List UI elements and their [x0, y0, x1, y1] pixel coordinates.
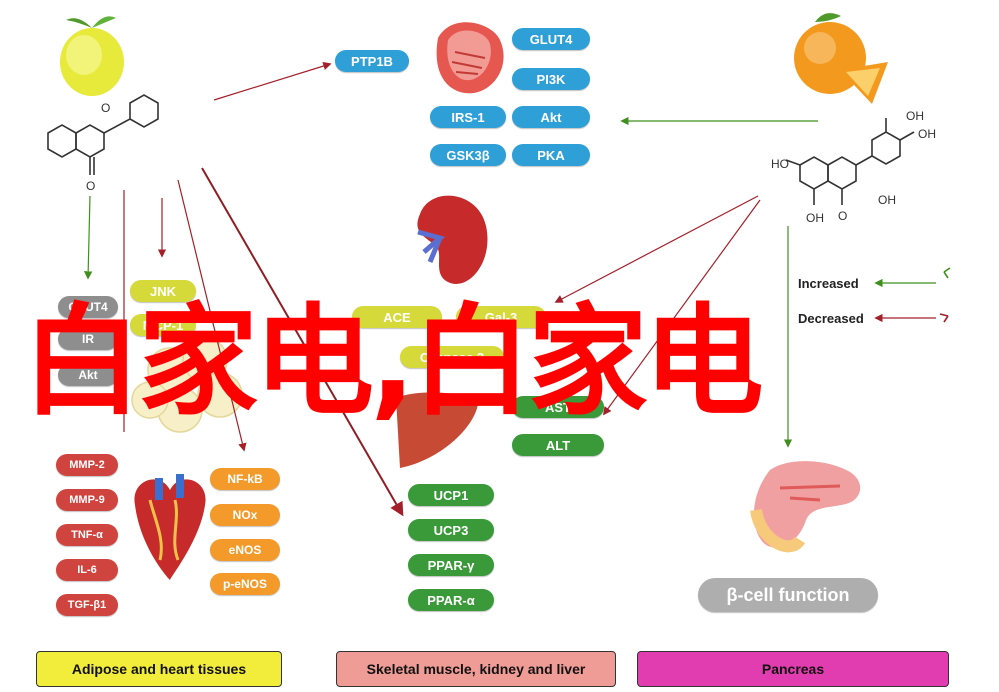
kidney-icon [417, 195, 488, 284]
marker-ast: AST [512, 396, 604, 418]
marker-mmp9: MMP-9 [56, 489, 118, 511]
ring-oxygen-label: O [101, 101, 110, 115]
muscle-icon [436, 22, 504, 94]
flavonoid-structure [785, 118, 915, 205]
marker-mcp1: MCP-1 [130, 314, 196, 336]
marker-akt-adipose: Akt [58, 364, 118, 386]
marker-caspase3: Caspase 3 [400, 346, 504, 368]
marker-p-enos: p-eNOS [210, 573, 280, 595]
oh-label-4: OH [878, 193, 896, 207]
marker-il6: IL-6 [56, 559, 118, 581]
marker-alt: ALT [512, 434, 604, 456]
marker-glut4: GLUT4 [512, 28, 590, 50]
marker-gsk3b: GSK3β [430, 144, 506, 166]
marker-pi3k: PI3K [512, 68, 590, 90]
legend-decreased: Decreased [798, 311, 864, 326]
marker-irs1: IRS-1 [430, 106, 506, 128]
watermark-overlay-text: 白家电,白家电 [22, 293, 764, 432]
marker-tgf-beta1: TGF-β1 [56, 594, 118, 616]
legend-increased: Increased [798, 276, 859, 291]
oxo-label: O [86, 179, 95, 193]
tissue-band-skeletal: Skeletal muscle, kidney and liver [336, 651, 616, 687]
marker-ppar-alpha: PPAR-α [408, 589, 494, 611]
marker-ace: ACE [352, 306, 442, 328]
marker-pka: PKA [512, 144, 590, 166]
tissue-band-adipose: Adipose and heart tissues [36, 651, 282, 687]
oh-label-1: OH [906, 109, 924, 123]
marker-ucp3: UCP3 [408, 519, 494, 541]
adipose-cells-icon [131, 337, 243, 433]
marker-ptp1b: PTP1B [335, 50, 409, 72]
beta-cell-function: β-cell function [698, 578, 878, 612]
tissue-band-pancreas: Pancreas [637, 651, 949, 687]
arrows [83, 61, 951, 517]
oh-label-2: OH [918, 127, 936, 141]
marker-nox: NOx [210, 504, 280, 526]
marker-ir: IR [58, 328, 118, 350]
marker-gal3: Gal-3 [456, 306, 546, 328]
oh-label-3: OH [806, 211, 824, 225]
marker-ppar-gamma: PPAR-γ [408, 554, 494, 576]
o-label: O [838, 209, 847, 223]
flavone-structure [47, 94, 159, 175]
marker-nf-kb: NF-kB [210, 468, 280, 490]
heart-icon [134, 474, 206, 580]
marker-akt-muscle: Akt [512, 106, 590, 128]
ho-label: HO [771, 157, 789, 171]
marker-jnk: JNK [130, 280, 196, 302]
marker-enos: eNOS [210, 539, 280, 561]
marker-mmp2: MMP-2 [56, 454, 118, 476]
pancreas-icon [750, 461, 861, 553]
orange-icon [794, 13, 888, 104]
lemon-icon [60, 16, 124, 96]
marker-glut4-adipose: GLUT4 [58, 296, 118, 318]
liver-icon [396, 392, 478, 468]
marker-tnf-alpha: TNF-α [56, 524, 118, 546]
marker-ucp1: UCP1 [408, 484, 494, 506]
